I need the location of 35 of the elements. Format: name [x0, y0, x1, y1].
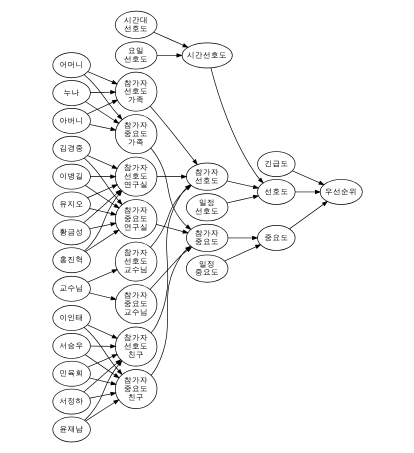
arrow: [88, 378, 117, 386]
arrow: [90, 90, 116, 94]
arrow: [210, 68, 264, 184]
arrow: [89, 392, 116, 398]
arrow: [90, 174, 116, 179]
arrow: [86, 100, 118, 114]
arrow: [90, 344, 116, 348]
arrow: [155, 224, 188, 234]
arrow: [288, 200, 328, 230]
arrow: [83, 74, 122, 120]
arrow: [87, 354, 118, 368]
arrow: [84, 229, 120, 252]
arrow: [152, 32, 188, 48]
arrow: [227, 236, 258, 240]
arrow: [87, 269, 118, 282]
arrow: [294, 190, 321, 194]
arrow: [86, 155, 118, 169]
arrow: [87, 71, 118, 84]
arrow: [84, 354, 120, 378]
arrow: [84, 399, 120, 422]
arrow: [88, 208, 117, 216]
arrow: [226, 180, 259, 190]
arrow: [89, 222, 116, 230]
arrow: [156, 53, 182, 58]
arrow: [224, 244, 261, 262]
arrow: [292, 170, 324, 186]
arrow: [86, 324, 118, 339]
arrow: [149, 106, 198, 166]
arrow: [84, 101, 120, 124]
arrow: [88, 292, 117, 300]
arrow: [156, 174, 187, 179]
arrow: [226, 194, 259, 204]
arrow: [86, 184, 118, 198]
arrow: [89, 124, 116, 132]
arrow: [84, 185, 120, 209]
